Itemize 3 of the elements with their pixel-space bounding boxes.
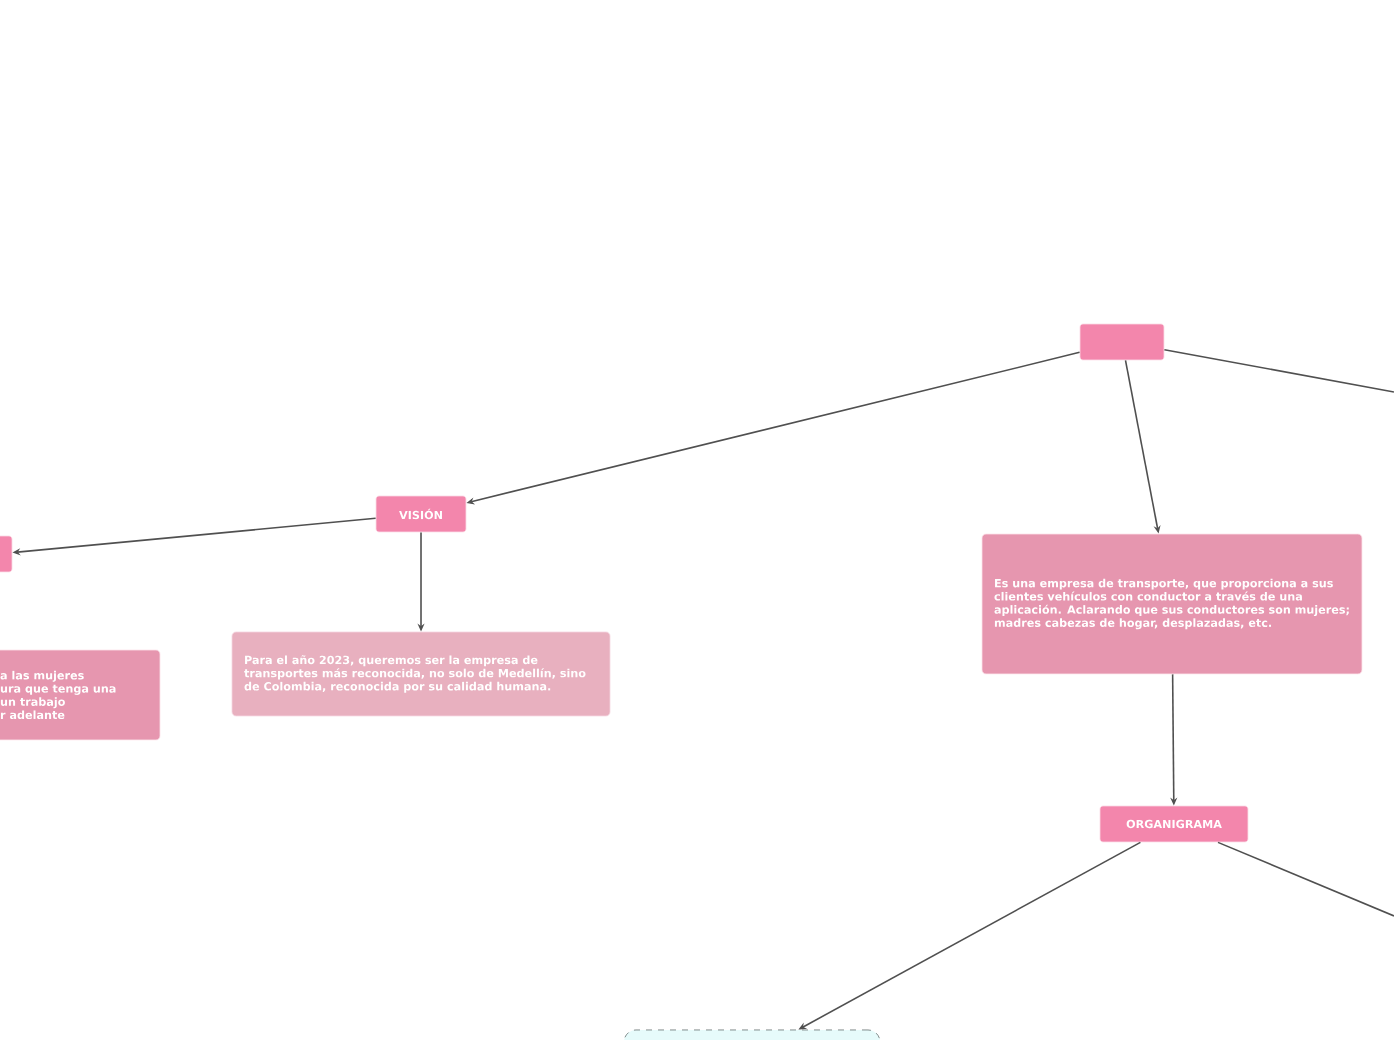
dashed-box bbox=[623, 1029, 881, 1040]
topic-box bbox=[0, 535, 13, 573]
topic-box bbox=[1079, 323, 1165, 361]
